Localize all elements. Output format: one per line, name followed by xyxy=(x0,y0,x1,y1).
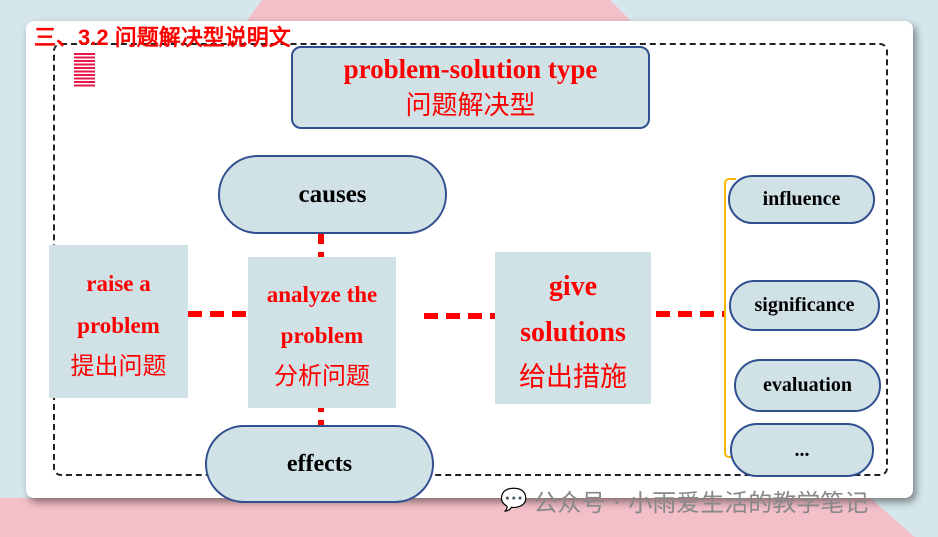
causes-pill: causes xyxy=(218,155,447,234)
header-cn: 问题解决型 xyxy=(405,90,536,121)
analyze-en1: analyze the xyxy=(266,282,378,307)
slide-title: 三、3.2 问题解决型说明文 xyxy=(34,25,291,50)
raise-cn: 提出问题 xyxy=(70,352,167,380)
give-en2: solutions xyxy=(520,316,626,348)
raise-en2: problem xyxy=(77,313,160,338)
effects-pill: effects xyxy=(205,425,434,503)
analyze-problem-box: analyze the problem 分析问题 xyxy=(248,257,396,408)
analyze-cn: 分析问题 xyxy=(274,362,370,390)
watermark: 💬 公众号 · 小雨爱生活的教学笔记 xyxy=(500,483,868,518)
give-en1: give xyxy=(548,270,598,302)
header-box: problem-solution type 问题解决型 xyxy=(291,46,650,129)
significance-pill: significance xyxy=(729,280,880,331)
give-cn: 给出措施 xyxy=(519,361,627,393)
connector xyxy=(318,398,324,438)
connector xyxy=(318,230,324,266)
decorative-stripes xyxy=(74,53,95,88)
give-solutions-box: give solutions 给出措施 xyxy=(495,252,651,404)
connector xyxy=(424,313,496,319)
raise-problem-box: raise a problem 提出问题 xyxy=(49,245,188,398)
header-en: problem-solution type xyxy=(343,53,598,84)
connector xyxy=(656,311,726,317)
watermark-text: 公众号 · 小雨爱生活的教学笔记 xyxy=(533,489,869,517)
evaluation-pill: evaluation xyxy=(734,359,881,412)
raise-en1: raise a xyxy=(86,271,151,296)
analyze-en2: problem xyxy=(280,323,364,348)
influence-pill: influence xyxy=(728,175,875,224)
wechat-icon: 💬 xyxy=(500,488,528,513)
connector xyxy=(188,311,250,317)
more-pill: ... xyxy=(730,423,874,477)
